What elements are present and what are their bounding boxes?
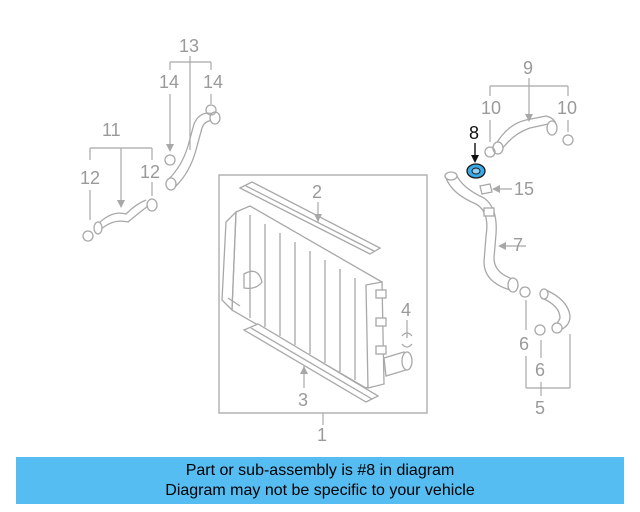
callout-14-left[interactable]: 14 <box>159 72 179 92</box>
oring-part-10a[interactable] <box>484 146 496 158</box>
callout-15[interactable]: 15 <box>514 179 534 199</box>
oring-part-12a[interactable] <box>82 230 94 242</box>
callout-5[interactable]: 5 <box>535 398 545 418</box>
oring-part-10b[interactable] <box>562 134 574 146</box>
hose-part-7[interactable] <box>444 171 519 293</box>
oring-part-12b[interactable] <box>146 198 158 212</box>
callout-9[interactable]: 9 <box>523 58 533 78</box>
seal-strip-top[interactable] <box>238 181 382 255</box>
callout-8[interactable]: 8 <box>469 123 479 143</box>
callout-12-left[interactable]: 12 <box>80 168 100 188</box>
callout-2[interactable]: 2 <box>312 182 322 202</box>
callout-13[interactable]: 13 <box>179 36 199 56</box>
hose-part-11[interactable] <box>93 199 149 235</box>
intercooler-core[interactable] <box>221 205 413 389</box>
oring-part-6b[interactable] <box>534 324 546 336</box>
oring-part-14b[interactable] <box>205 104 217 116</box>
seal-strip-bottom[interactable] <box>242 323 380 403</box>
hose-part-9[interactable] <box>492 115 558 155</box>
callout-10-left[interactable]: 10 <box>481 98 501 118</box>
banner-line-disclaimer: Diagram may not be specific to your vehi… <box>165 481 475 499</box>
callout-1[interactable]: 1 <box>317 425 327 445</box>
callout-7[interactable]: 7 <box>513 235 523 255</box>
hose-part-13[interactable] <box>165 111 221 191</box>
callout-14-right[interactable]: 14 <box>203 72 223 92</box>
banner-line-part-number: Part or sub-assembly is #8 in diagram <box>185 461 455 479</box>
callout-6-right[interactable]: 6 <box>535 360 545 380</box>
callout-6-left[interactable]: 6 <box>519 334 529 354</box>
hose-part-5[interactable] <box>539 288 571 334</box>
oring-part-8-highlighted[interactable] <box>466 163 486 179</box>
callout-4[interactable]: 4 <box>401 300 411 320</box>
clip-part-4[interactable] <box>401 332 413 348</box>
callout-3[interactable]: 3 <box>298 390 308 410</box>
info-banner: Part or sub-assembly is #8 in diagram Di… <box>16 457 624 504</box>
oring-part-6a[interactable] <box>519 286 531 298</box>
callout-12-right[interactable]: 12 <box>140 162 160 182</box>
oring-part-14a[interactable] <box>164 154 176 166</box>
callout-11[interactable]: 11 <box>102 120 121 140</box>
clip-part-15[interactable] <box>479 183 493 195</box>
parts-diagram: 1 2 4 3 13 <box>80 36 577 445</box>
callout-10-right[interactable]: 10 <box>557 98 577 118</box>
